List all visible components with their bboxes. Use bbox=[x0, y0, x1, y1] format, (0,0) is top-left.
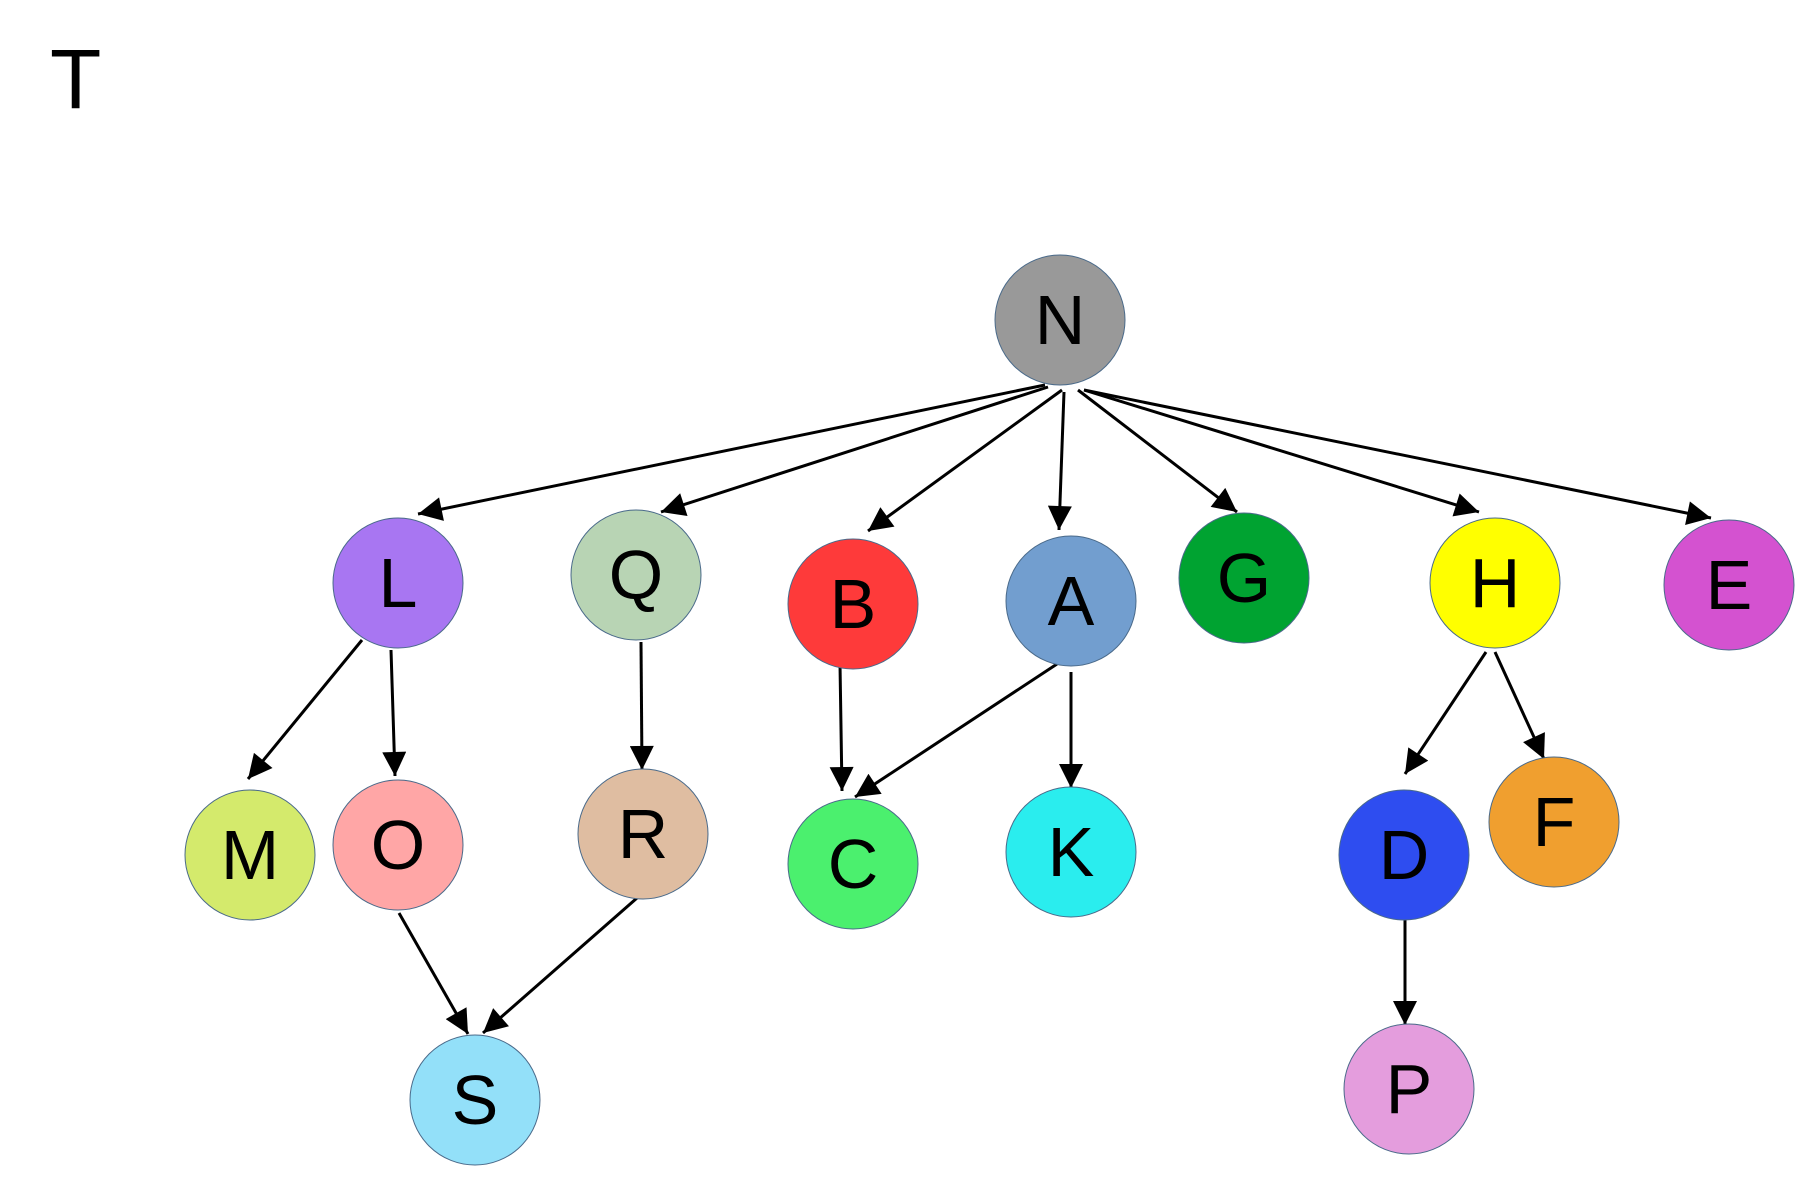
node-circle bbox=[1488, 756, 1620, 888]
edge-h-to-d bbox=[1403, 651, 1488, 775]
edges-layer bbox=[246, 383, 1712, 1035]
node-label: K bbox=[1048, 813, 1095, 891]
node-q: Q bbox=[570, 509, 702, 641]
node-circle bbox=[1343, 1023, 1475, 1155]
node-n: N bbox=[994, 254, 1126, 386]
node-label: A bbox=[1048, 562, 1095, 640]
edge-a-to-c bbox=[854, 662, 1058, 799]
node-circle bbox=[787, 798, 919, 930]
edge-l-to-o bbox=[382, 649, 407, 777]
node-label: B bbox=[830, 565, 877, 643]
node-c: C bbox=[787, 798, 919, 930]
node-b: B bbox=[787, 538, 919, 670]
node-r: R bbox=[577, 768, 709, 900]
edge-n-to-g bbox=[1077, 388, 1238, 514]
node-circle bbox=[332, 779, 464, 911]
edge-l-to-m bbox=[246, 639, 364, 780]
node-label: E bbox=[1706, 546, 1753, 624]
edge-n-to-a bbox=[1047, 391, 1072, 531]
node-label: G bbox=[1217, 539, 1271, 617]
node-label: S bbox=[452, 1061, 499, 1139]
nodes-layer: N L Q B A G H E M O R C K D F S P bbox=[184, 254, 1795, 1166]
node-circle bbox=[1338, 789, 1470, 921]
node-label: L bbox=[379, 544, 418, 622]
edge-h-to-f bbox=[1493, 651, 1546, 760]
node-circle bbox=[1005, 535, 1137, 667]
node-label: H bbox=[1470, 544, 1521, 622]
edge-n-to-e bbox=[1083, 388, 1712, 525]
edge-r-to-s bbox=[482, 896, 638, 1035]
node-label: P bbox=[1386, 1050, 1433, 1128]
node-circle bbox=[1005, 786, 1137, 918]
node-circle bbox=[994, 254, 1126, 386]
node-circle bbox=[1429, 517, 1561, 649]
node-k: K bbox=[1005, 786, 1137, 918]
node-p: P bbox=[1343, 1023, 1475, 1155]
node-a: A bbox=[1005, 535, 1137, 667]
node-h: H bbox=[1429, 517, 1561, 649]
node-g: G bbox=[1178, 512, 1310, 644]
node-label: Q bbox=[609, 536, 663, 614]
node-s: S bbox=[409, 1034, 541, 1166]
node-label: M bbox=[221, 816, 279, 894]
node-circle bbox=[787, 538, 919, 670]
node-circle bbox=[1663, 519, 1795, 651]
node-l: L bbox=[332, 517, 464, 649]
node-label: R bbox=[618, 795, 669, 873]
edge-b-to-c bbox=[829, 663, 854, 792]
edge-q-to-r bbox=[629, 641, 654, 771]
edge-n-to-l bbox=[417, 383, 1046, 521]
edge-n-to-h bbox=[1083, 388, 1480, 517]
node-label: O bbox=[371, 806, 425, 884]
node-f: F bbox=[1488, 756, 1620, 888]
node-circle bbox=[1178, 512, 1310, 644]
node-circle bbox=[577, 768, 709, 900]
node-label: C bbox=[828, 825, 879, 903]
node-label: F bbox=[1533, 783, 1576, 861]
node-m: M bbox=[184, 789, 316, 921]
node-circle bbox=[332, 517, 464, 649]
node-e: E bbox=[1663, 519, 1795, 651]
node-label: N bbox=[1035, 281, 1086, 359]
node-circle bbox=[184, 789, 316, 921]
edge-o-to-s bbox=[397, 912, 470, 1035]
edge-n-to-q bbox=[660, 385, 1049, 517]
panel-label: T bbox=[50, 32, 101, 126]
edge-n-to-b bbox=[867, 388, 1063, 533]
node-circle bbox=[409, 1034, 541, 1166]
node-circle bbox=[570, 509, 702, 641]
node-label: D bbox=[1379, 816, 1430, 894]
node-d: D bbox=[1338, 789, 1470, 921]
node-o: O bbox=[332, 779, 464, 911]
